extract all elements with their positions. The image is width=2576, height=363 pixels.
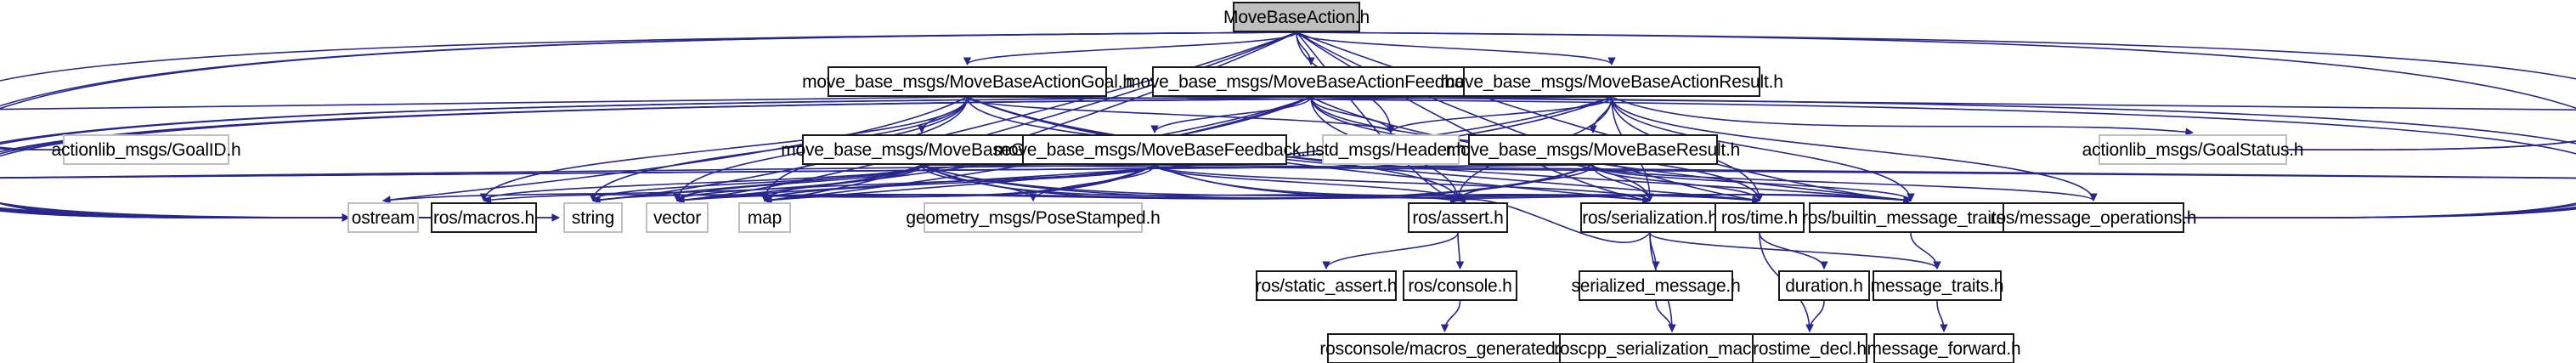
graph-node-label: move_base_msgs/MoveBaseResult.h: [1445, 139, 1741, 160]
graph-node[interactable]: move_base_msgs/MoveBaseActionResult.h: [1440, 66, 1783, 97]
graph-node[interactable]: map: [738, 202, 791, 233]
graph-node[interactable]: rostime_decl.h: [1752, 333, 1867, 363]
graph-node[interactable]: vector: [646, 202, 709, 233]
graph-node[interactable]: actionlib_msgs/GoalStatus.h: [2082, 134, 2304, 165]
graph-node[interactable]: move_base_msgs/MoveBaseFeedback.h: [994, 134, 1316, 165]
graph-node[interactable]: ros/time.h: [1715, 202, 1805, 233]
graph-node[interactable]: ros/static_assert.h: [1256, 270, 1398, 301]
graph-node[interactable]: ostream: [347, 202, 419, 233]
graph-node-label: move_base_msgs/MoveBaseFeedback.h: [993, 139, 1316, 160]
graph-node-label: MoveBaseAction.h: [1223, 7, 1370, 27]
graph-node[interactable]: roscpp_serialization_macros.h: [1554, 333, 1790, 363]
graph-node[interactable]: rosconsole/macros_generated.h: [1319, 333, 1570, 363]
graph-node-label: message_forward.h: [1867, 338, 2021, 359]
graph-node-label: ros/macros.h: [433, 207, 534, 228]
graph-node[interactable]: duration.h: [1778, 270, 1870, 301]
graph-node[interactable]: serialized_message.h: [1571, 270, 1741, 301]
graph-node[interactable]: ros/macros.h: [431, 202, 537, 233]
graph-node-label: std_msgs/Header.h: [1315, 139, 1466, 160]
graph-node-label: ros/assert.h: [1412, 207, 1504, 228]
graph-node-label: message_traits.h: [1870, 275, 2004, 296]
graph-node-label: ros/serialization.h: [1582, 207, 1718, 228]
graph-node-label: rostime_decl.h: [1753, 338, 1867, 359]
graph-node-label: ros/time.h: [1720, 207, 1799, 228]
graph-node[interactable]: MoveBaseAction.h: [1223, 2, 1370, 32]
graph-node-label: actionlib_msgs/GoalID.h: [51, 139, 241, 160]
graph-node-label: ros/message_operations.h: [1990, 207, 2197, 228]
graph-node[interactable]: move_base_msgs/MoveBaseResult.h: [1446, 134, 1740, 165]
graph-node[interactable]: move_base_msgs/MoveBaseGoal.h: [781, 134, 1063, 165]
graph-node[interactable]: geometry_msgs/PoseStamped.h: [906, 202, 1161, 233]
graph-node-label: rosconsole/macros_generated.h: [1319, 338, 1570, 359]
graph-node[interactable]: ros/serialization.h: [1580, 202, 1720, 233]
graph-node-label: geometry_msgs/PoseStamped.h: [906, 207, 1161, 228]
graph-node[interactable]: message_traits.h: [1871, 270, 2004, 301]
graph-node-label: actionlib_msgs/GoalStatus.h: [2082, 139, 2304, 160]
graph-node-label: move_base_msgs/MoveBaseActionGoal.h: [802, 71, 1133, 92]
graph-node[interactable]: message_forward.h: [1867, 333, 2021, 363]
graph-node-label: move_base_msgs/MoveBaseActionResult.h: [1440, 71, 1783, 92]
graph-node[interactable]: ros/assert.h: [1408, 202, 1508, 233]
graph-node[interactable]: ros/message_operations.h: [1991, 202, 2197, 233]
graph-node-label: vector: [653, 207, 701, 228]
graph-node-label: serialized_message.h: [1571, 275, 1741, 296]
graph-node-label: ostream: [351, 207, 415, 228]
graph-node[interactable]: std_msgs/Header.h: [1315, 134, 1466, 165]
graph-node-label: map: [747, 207, 782, 228]
graph-node[interactable]: string: [563, 202, 623, 233]
graph-node-label: move_base_msgs/MoveBaseActionFeedback.h: [1126, 71, 1496, 92]
graph-node[interactable]: ros/builtin_message_traits.h: [1802, 202, 2020, 233]
graph-node-label: move_base_msgs/MoveBaseGoal.h: [781, 139, 1063, 160]
graph-node[interactable]: actionlib_msgs/GoalID.h: [52, 134, 241, 165]
graph-node[interactable]: move_base_msgs/MoveBaseActionFeedback.h: [1126, 66, 1496, 97]
graph-node[interactable]: ros/console.h: [1403, 270, 1517, 301]
graph-node-label: duration.h: [1785, 275, 1863, 296]
graph-node[interactable]: move_base_msgs/MoveBaseActionGoal.h: [802, 66, 1133, 97]
graph-node-label: ros/static_assert.h: [1255, 275, 1398, 296]
graph-node-label: ros/console.h: [1408, 275, 1512, 296]
graph-node-label: ros/builtin_message_traits.h: [1802, 207, 2020, 228]
graph-node-label: roscpp_serialization_macros.h: [1554, 338, 1790, 359]
graph-node-label: string: [571, 207, 615, 228]
